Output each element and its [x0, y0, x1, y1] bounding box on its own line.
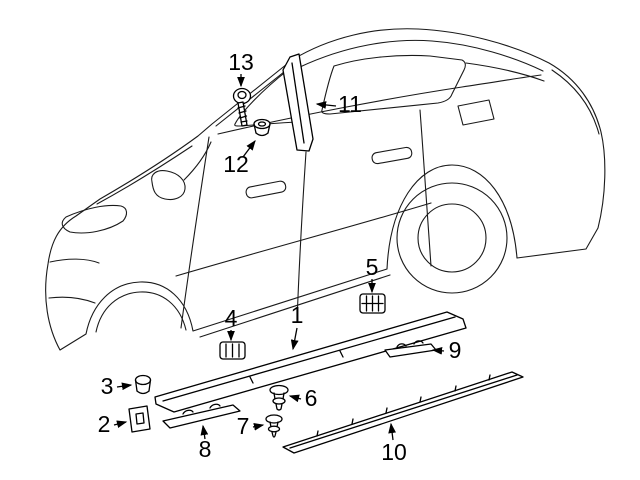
- rear-wheel-rim: [417, 203, 487, 273]
- car-body: [45, 28, 606, 351]
- bumper-line-lower: [48, 296, 96, 304]
- leader-9: [431, 346, 445, 355]
- hood-seam: [96, 145, 193, 205]
- part-rocker-molding: [154, 311, 467, 413]
- part-molding-strip-8: [162, 403, 241, 429]
- callout-label-7: 7: [237, 413, 250, 439]
- body-crease: [175, 202, 432, 277]
- callouts: 1 2 3 4 5 6 7 8 9 10: [98, 49, 462, 465]
- callout-label-10: 10: [381, 439, 407, 465]
- leader-10: [388, 422, 396, 441]
- callout-label-2: 2: [98, 411, 111, 437]
- front-wheel-arc: [95, 291, 187, 333]
- leader-12: [242, 139, 256, 158]
- callout-label-4: 4: [225, 305, 238, 331]
- beltline: [217, 74, 542, 135]
- mirror-stalk: [183, 141, 212, 181]
- leader-3: [116, 382, 133, 391]
- part-push-pin-7: [265, 414, 283, 438]
- car-outline: [45, 28, 606, 351]
- side-mirror: [151, 170, 186, 201]
- callout-label-9: 9: [449, 337, 462, 363]
- callout-label-6: 6: [305, 385, 318, 411]
- leader-11: [315, 101, 337, 109]
- callout-label-12: 12: [223, 151, 249, 177]
- part-retainer-clip: [359, 293, 386, 314]
- rear-wheel-tire: [396, 182, 508, 294]
- part-push-pin-6: [269, 384, 289, 411]
- part-grommet: [253, 118, 271, 137]
- leader-6: [288, 394, 302, 403]
- part-screw: [232, 87, 252, 127]
- callout-label-13: 13: [228, 49, 254, 75]
- leader-2: [113, 420, 128, 428]
- part-b-pillar-trim: [282, 53, 314, 152]
- rear-door-window: [321, 54, 466, 115]
- a-pillar-inner: [215, 63, 295, 127]
- sill-flange-line: [199, 274, 391, 338]
- part-retainer-pad: [219, 341, 246, 360]
- b-pillar-seam: [296, 151, 307, 323]
- bumper-line-upper: [49, 258, 100, 264]
- callout-label-11: 11: [338, 91, 362, 117]
- roof-inner-line: [299, 39, 544, 72]
- part-lower-strip-10: [282, 371, 524, 454]
- leader-1: [290, 327, 299, 351]
- headlight: [61, 204, 128, 234]
- taillight-line: [551, 69, 600, 135]
- part-clip-3: [134, 374, 152, 395]
- front-door-handle: [245, 180, 287, 199]
- callout-label-3: 3: [101, 373, 114, 399]
- c-pillar-line: [465, 62, 545, 82]
- callout-label-1: 1: [291, 302, 304, 328]
- callout-label-5: 5: [366, 254, 379, 280]
- rear-door-seam: [419, 109, 432, 267]
- fuel-door: [457, 99, 495, 126]
- part-clip-2: [128, 405, 151, 433]
- leader-8: [200, 424, 209, 440]
- leader-7: [252, 422, 265, 431]
- callout-label-8: 8: [199, 436, 212, 462]
- front-door-seam: [180, 136, 210, 329]
- rear-door-handle: [371, 146, 413, 165]
